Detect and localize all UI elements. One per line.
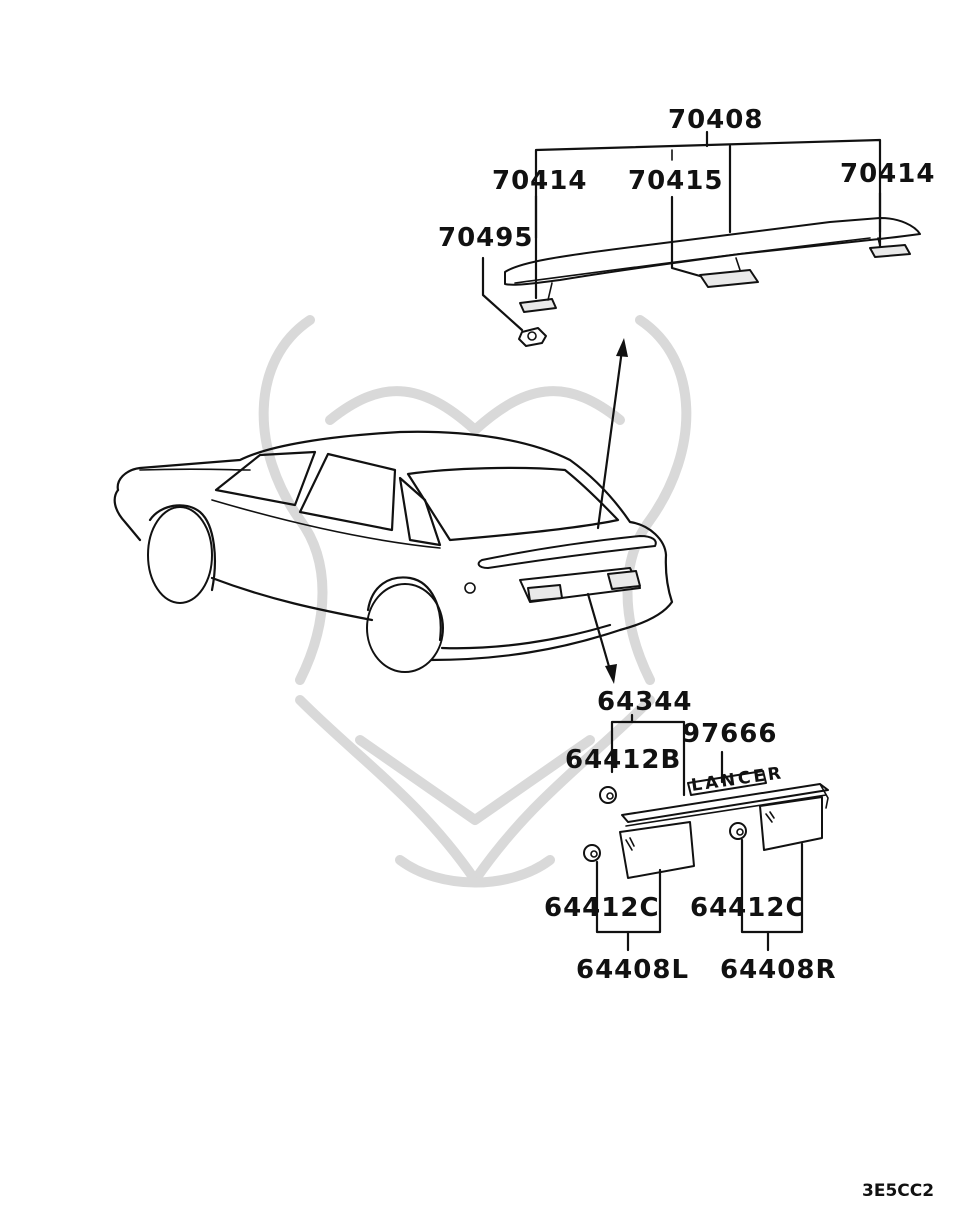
spoiler-nut-icon — [518, 327, 547, 347]
spoiler-callouts — [481, 130, 882, 332]
label-70495: 70495 — [438, 223, 533, 253]
rear-spoiler — [504, 217, 921, 347]
label-64412B: 64412B — [565, 745, 681, 775]
label-70414-left: 70414 — [492, 166, 587, 196]
clip-lower-left-icon — [583, 844, 601, 862]
label-64412C-left: 64412C — [544, 893, 660, 923]
clip-upper-icon — [599, 786, 617, 804]
label-70414-right: 70414 — [840, 159, 935, 189]
label-64408R: 64408R — [720, 955, 836, 985]
garnish-panel-left — [619, 821, 695, 879]
garnish-callouts — [595, 713, 804, 952]
label-64344: 64344 — [597, 687, 692, 717]
label-64412C-right: 64412C — [690, 893, 806, 923]
spoiler-pad-left — [519, 298, 557, 313]
rear-garnish: LANCER — [583, 763, 829, 879]
label-64408L: 64408L — [576, 955, 689, 985]
label-70408: 70408 — [668, 105, 763, 135]
spoiler-pad-center — [699, 269, 759, 288]
spoiler-pad-right — [869, 244, 911, 258]
clip-lower-right-icon — [729, 822, 747, 840]
arrow-to-garnish — [586, 592, 617, 684]
car-illustration — [113, 430, 674, 673]
diagram-code: 3E5CC2 — [862, 1181, 934, 1201]
arrow-to-spoiler — [596, 338, 628, 530]
label-70415: 70415 — [628, 166, 723, 196]
watermark-emblem — [258, 315, 692, 888]
garnish-panel-right — [759, 796, 823, 851]
label-97666: 97666 — [682, 719, 777, 749]
